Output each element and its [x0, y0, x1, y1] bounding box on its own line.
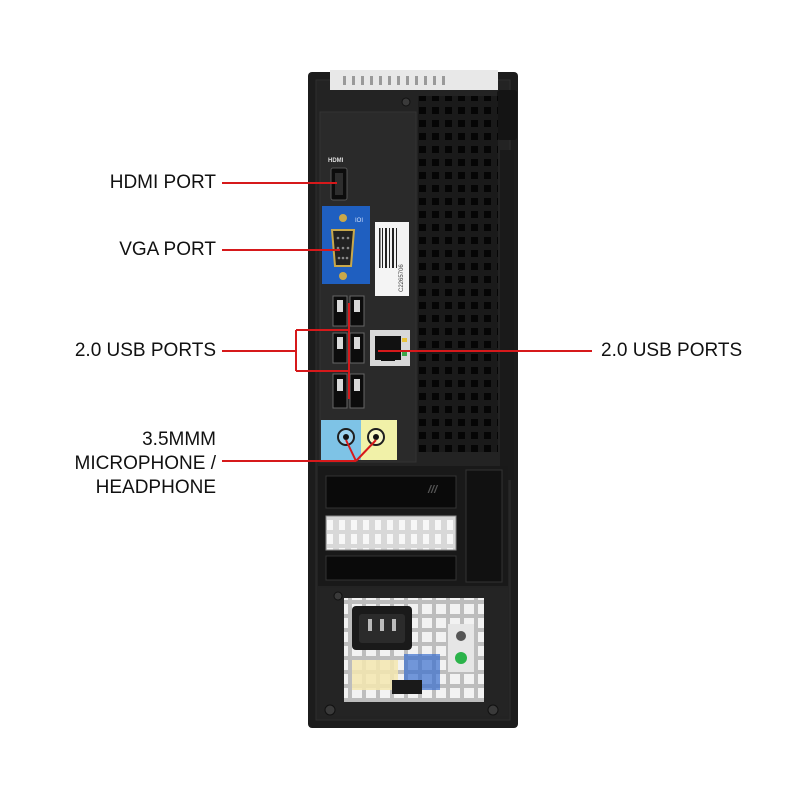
svg-text:///: /// — [427, 484, 439, 496]
power-supply — [320, 588, 508, 716]
usb-ports-right-label: 2.0 USB PORTS — [601, 340, 743, 361]
ethernet-port — [370, 330, 410, 366]
audio-callout — [222, 439, 377, 462]
hdmi-port-label: HDMI PORT — [109, 172, 216, 193]
hdmi-marking: HDMI — [328, 158, 344, 164]
svg-text:IOI: IOI — [355, 218, 363, 224]
ventilation-grill — [418, 96, 498, 452]
power-led — [455, 652, 467, 664]
audio-jacks — [321, 420, 397, 460]
vga-port-label: VGA PORT — [119, 239, 216, 260]
usb-ports-left-label: 2.0 USB PORTS — [74, 340, 216, 361]
vga-port: IOI — [322, 206, 370, 284]
audio-label-line-1: 3.5MMM — [142, 429, 216, 450]
callout-lines — [222, 182, 592, 462]
serial-sticker: C2265706 — [375, 222, 409, 296]
case-screws — [324, 97, 499, 716]
usb-left-callout — [222, 303, 350, 399]
psu-test-button — [456, 631, 466, 641]
audio-label-line-3: HEADPHONE — [95, 477, 216, 498]
audio-jack-label: 3.5MMM MICROPHONE / HEADPHONE — [75, 428, 216, 500]
serial-number: C2265706 — [399, 264, 405, 292]
audio-label-line-2: MICROPHONE / — [74, 453, 216, 474]
usb-ports — [332, 295, 365, 409]
expansion-slots: /// — [318, 466, 508, 586]
